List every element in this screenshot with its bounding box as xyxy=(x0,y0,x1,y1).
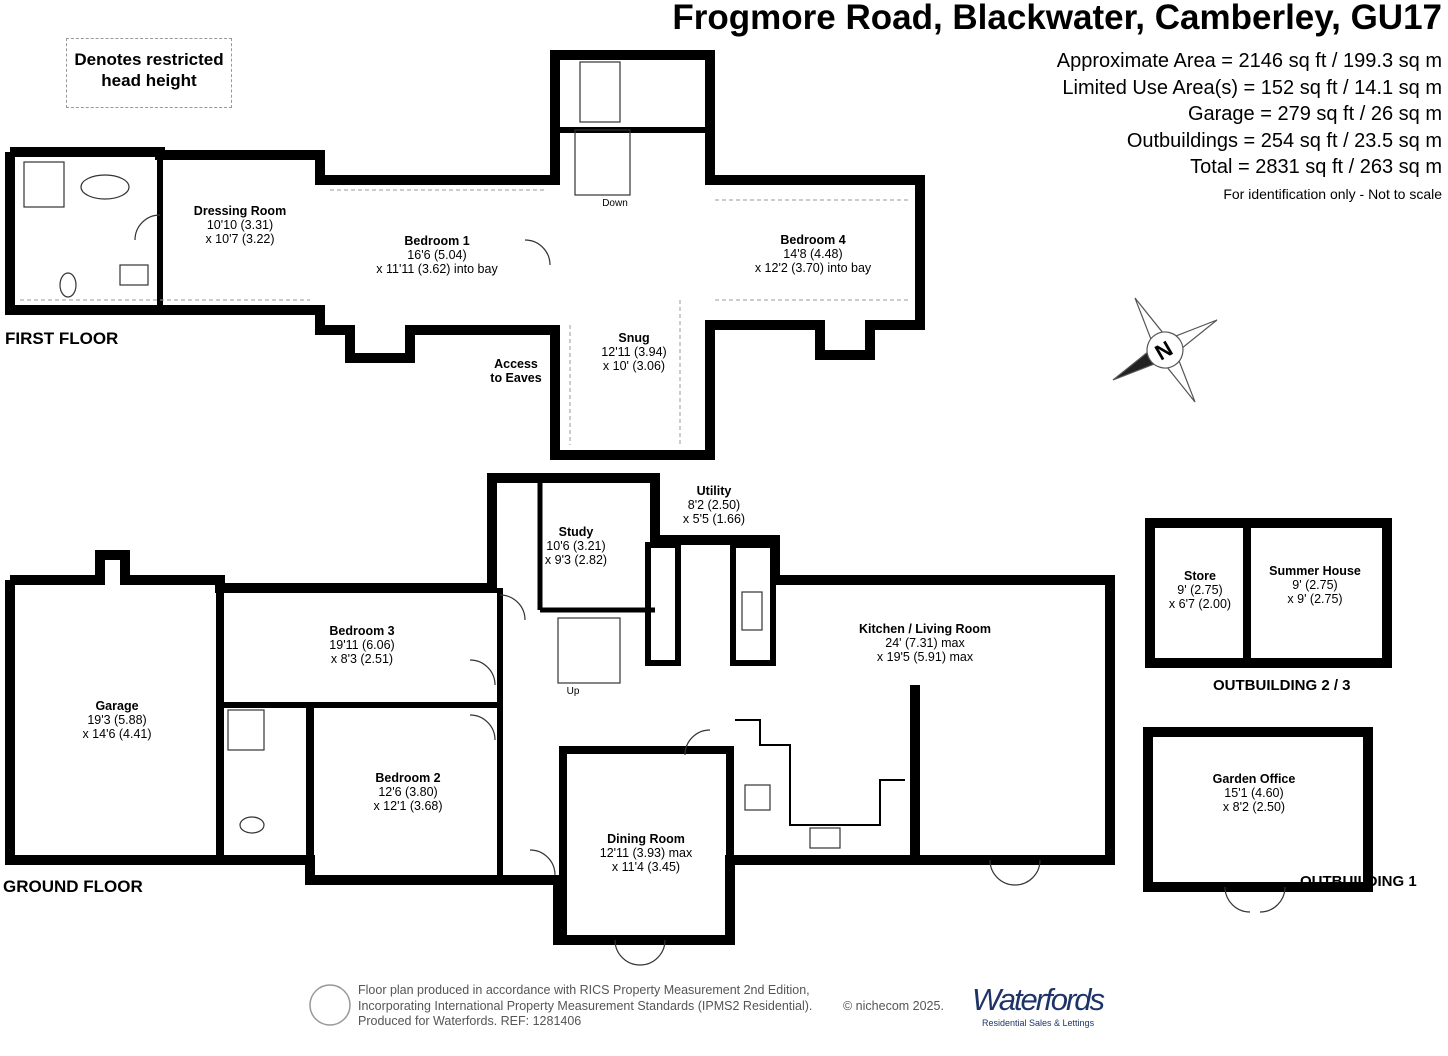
area-line: Approximate Area = 2146 sq ft / 199.3 sq… xyxy=(1056,50,1442,72)
logo-text: Waterfords xyxy=(972,982,1105,1017)
first-floor-label: FIRST FLOOR xyxy=(5,329,119,348)
stairs-down-label: Down xyxy=(602,198,628,209)
area-line: Outbuildings = 254 sq ft / 23.5 sq m xyxy=(1126,129,1442,152)
compass-icon xyxy=(1112,297,1218,403)
footer-text: Floor plan produced in accordance with R… xyxy=(358,983,812,1030)
waterfords-logo: Waterfords Residential Sales & Lettings xyxy=(972,982,1105,1028)
area-line: Limited Use Area(s) = 152 sq ft / 14.1 s… xyxy=(1062,76,1442,99)
outbuilding-1-walls xyxy=(1143,727,1373,892)
outbuilding-2-3-label: OUTBUILDING 2 / 3 xyxy=(1213,677,1351,694)
outbuilding-2-3-walls xyxy=(1145,518,1392,668)
area-line: Total = 2831 sq ft / 263 sq m xyxy=(1190,156,1442,178)
copyright: © nichecom 2025. xyxy=(843,999,944,1013)
scale-note: For identification only - Not to scale xyxy=(1223,186,1442,202)
footer-line: Floor plan produced in accordance with R… xyxy=(358,983,810,997)
area-summary: Approximate Area = 2146 sq ft / 199.3 sq… xyxy=(1057,48,1442,181)
person-icon xyxy=(309,984,351,1026)
stairs-up-label: Up xyxy=(566,686,580,697)
page-title: Frogmore Road, Blackwater, Camberley, GU… xyxy=(672,0,1442,37)
outbuilding-1-label: OUTBUILDING 1 xyxy=(1300,873,1417,890)
restricted-height-legend: Denotes restricted head height xyxy=(66,38,232,108)
footer-line: Incorporating International Property Mea… xyxy=(358,998,813,1013)
area-line: Garage = 279 sq ft / 26 sq m xyxy=(1187,103,1442,125)
footer-line: Produced for Waterfords. REF: 1281406 xyxy=(358,1014,582,1028)
ground-floor-label: GROUND FLOOR xyxy=(3,877,143,896)
first-floor-walls xyxy=(5,50,925,460)
logo-subtitle: Residential Sales & Lettings xyxy=(982,1018,1095,1028)
legend-line: head height xyxy=(101,71,197,90)
legend-line: Denotes restricted xyxy=(74,50,224,69)
